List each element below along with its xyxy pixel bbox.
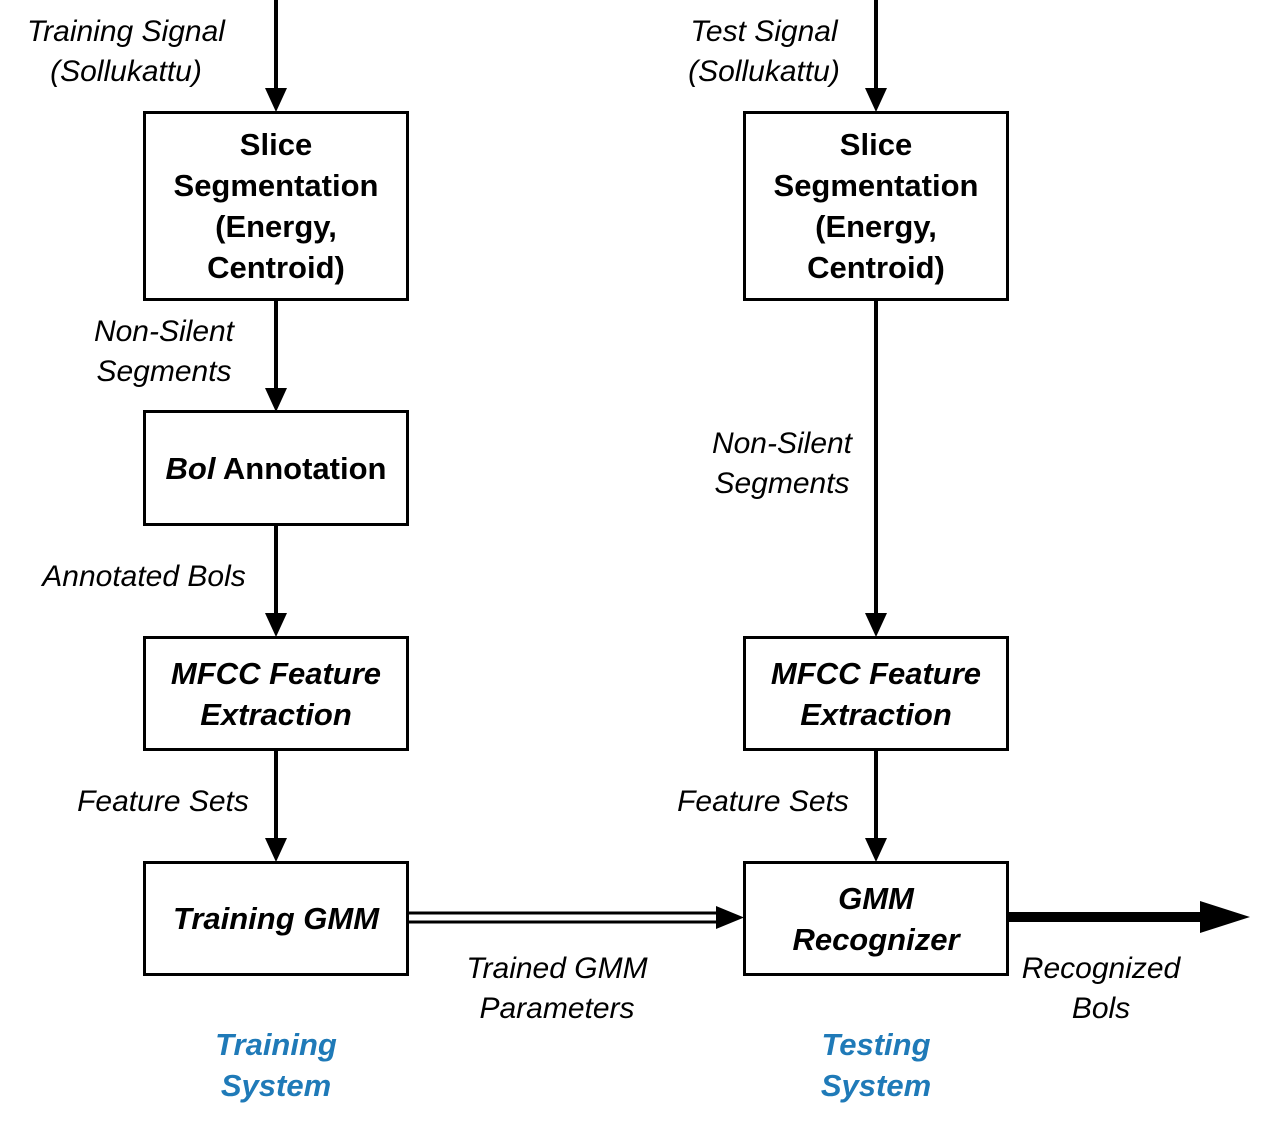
test-mfcc-box: MFCC Feature Extraction [743, 636, 1009, 751]
test-nonsilent-label: Non-Silent Segments [711, 427, 853, 500]
trained-parameters-label: Trained GMM Parameters [466, 952, 648, 1025]
arrow-bol-to-mfcc [265, 525, 287, 637]
test-slice-segmentation-box: Slice Segmentation (Energy, Centroid) [743, 111, 1009, 301]
recognized-bols-label: Recognized Bols [1021, 952, 1181, 1025]
arrow-output [1007, 901, 1250, 933]
training-gmm-box: Training GMM [143, 861, 409, 976]
test-input-label: Test Signal (Sollukattu) [688, 15, 840, 88]
arrow-training-mfcc-to-gmm [265, 750, 287, 862]
training-system-label: Training System [215, 1027, 337, 1103]
annotated-bols-label: Annotated Bols [42, 560, 246, 593]
training-nonsilent-label: Non-Silent Segments [93, 315, 235, 388]
arrow-training-input [265, 0, 287, 112]
arrow-test-input [865, 0, 887, 112]
arrow-training-slice-to-bol [265, 300, 287, 412]
bol-annotation-box: Bol Annotation [143, 410, 409, 526]
testing-system-label: Testing System [820, 1027, 932, 1103]
training-slice-segmentation-box: Slice Segmentation (Energy, Centroid) [143, 111, 409, 301]
gmm-recognizer-box: GMM Recognizer [743, 861, 1009, 976]
training-feature-sets-label: Feature Sets [77, 785, 249, 818]
training-input-label: Training Signal (Sollukattu) [27, 15, 225, 88]
arrow-test-mfcc-to-gmm [865, 750, 887, 862]
test-feature-sets-label: Feature Sets [677, 785, 849, 818]
training-mfcc-box: MFCC Feature Extraction [143, 636, 409, 751]
arrow-test-slice-to-mfcc [865, 300, 887, 637]
arrow-trained-parameters [408, 906, 744, 929]
